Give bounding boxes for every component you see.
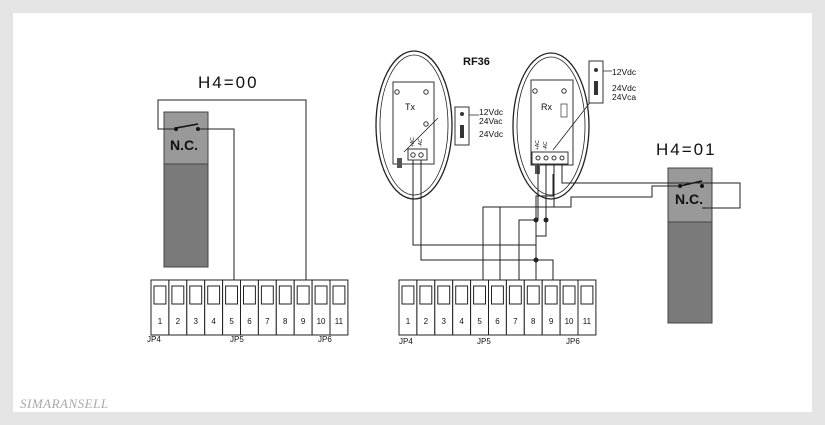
right-terminal-9: 9 [541,279,561,336]
connector-jp4-right: JP4 [399,337,413,346]
tx-jumper-12vdc: 12Vdc [479,107,504,117]
wires-left [157,99,307,280]
wire-junctions [533,217,549,263]
tx-jumper-24vdc: 24Vdc [479,129,504,139]
left-terminal-8: 8 [275,279,295,336]
rx-jumper-12vdc: 12Vdc [612,67,637,77]
right-terminal-number: 5 [477,317,482,326]
barrier-right: N.C. [667,167,713,324]
mode-label-left: H4=00 [198,73,259,92]
right-terminal-number: 11 [583,317,592,326]
tx-term-plus: +AC [410,137,416,147]
transmitter-tx: Tx +AC -AC [375,50,453,200]
right-terminal-5: 5 [470,279,490,336]
right-terminal-number: 8 [531,317,536,326]
nc-label-left: N.C. [170,137,198,153]
right-terminal-number: 3 [442,317,447,326]
left-terminal-3: 3 [186,279,206,336]
left-terminal-number: 3 [194,317,199,326]
left-terminal-2: 2 [168,279,188,336]
mode-label-right: H4=01 [656,140,717,159]
left-terminal-10: 10 [311,279,331,336]
right-terminal-11: 11 [577,279,597,336]
connector-jp5-right: JP5 [477,337,491,346]
right-terminal-10: 10 [559,279,579,336]
right-terminal-3: 3 [434,279,454,336]
left-terminal-4: 4 [204,279,224,336]
rx-voltage-jumper: 12Vdc 24Vdc 24Vca [588,60,637,104]
right-terminal-number: 9 [549,317,554,326]
left-terminal-7: 7 [257,279,277,336]
connector-jp5-left: JP5 [230,335,244,344]
connector-jp6-right: JP6 [566,337,580,346]
left-terminal-number: 7 [265,317,270,326]
left-terminal-number: 2 [176,317,181,326]
product-label: RF36 [463,56,490,68]
left-terminal-5: 5 [222,279,242,336]
rx-term-minus: -AC [543,141,549,150]
left-terminal-number: 5 [229,317,234,326]
right-terminal-number: 2 [424,317,429,326]
left-terminal-6: 6 [240,279,259,336]
right-terminal-number: 4 [459,317,464,326]
left-terminal-1: 1 [150,279,170,336]
barrier-left: N.C. [163,111,209,268]
connector-jp4-left: JP4 [147,335,161,344]
rx-label: Rx [541,102,552,112]
right-terminal-number: 10 [565,317,574,326]
rx-term-plus: +AC [535,140,541,150]
tx-jumper-24vac: 24Vac [479,116,503,126]
nc-label-right: N.C. [675,191,703,207]
receiver-rx: Rx +AC -AC [512,52,593,200]
right-terminal-7: 7 [505,279,525,336]
left-terminal-9: 9 [293,279,313,336]
left-terminal-number: 6 [247,317,252,326]
right-terminal-4: 4 [452,279,472,336]
left-terminal-number: 8 [283,317,288,326]
tx-term-minus: -AC [418,138,424,147]
right-terminal-8: 8 [523,279,543,336]
left-terminal-11: 11 [329,279,349,336]
right-terminal-number: 6 [495,317,500,326]
terminal-block-right: 1 2 3 4 5 6 7 8 9 10 11 [398,279,597,336]
left-terminal-number: 4 [211,317,216,326]
left-terminal-number: 11 [335,317,344,326]
left-terminal-number: 1 [158,317,163,326]
watermark: SIMARANSELL [20,396,109,411]
left-terminal-number: 9 [301,317,306,326]
right-terminal-number: 1 [406,317,411,326]
tx-voltage-jumper: 12Vdc 24Vac 24Vdc [454,106,504,146]
right-terminal-1: 1 [398,279,418,336]
tx-label: Tx [405,102,415,112]
left-terminal-number: 10 [317,317,326,326]
rx-jumper-24vca: 24Vca [612,92,636,102]
rx-jumper-24vdc: 24Vdc [612,83,637,93]
right-terminal-2: 2 [416,279,436,336]
right-terminal-number: 7 [513,317,518,326]
connector-jp6-left: JP6 [318,335,332,344]
terminal-block-left: 1 2 3 4 5 6 7 8 9 10 11 [150,279,349,336]
right-terminal-6: 6 [488,279,507,336]
